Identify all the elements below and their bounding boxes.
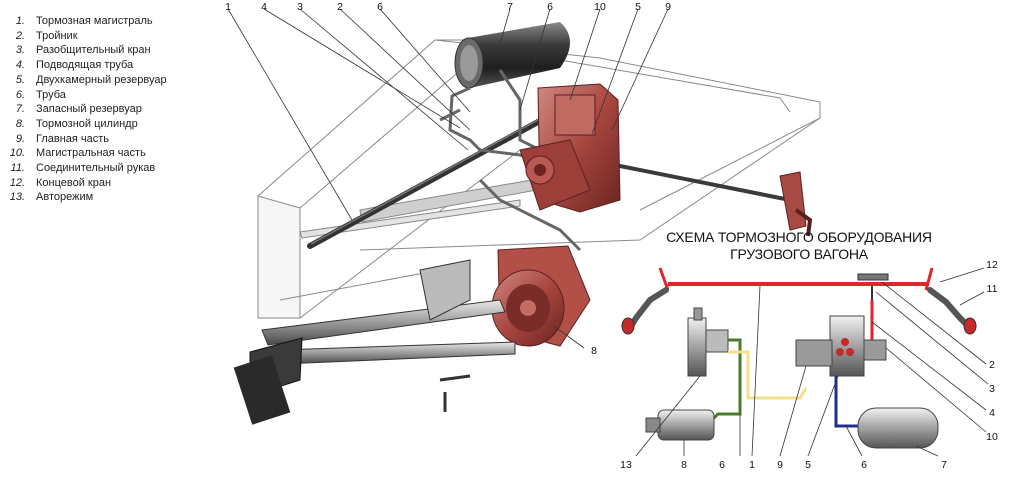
callout-label: 8: [591, 345, 597, 357]
scheme-title: СХЕМА ТОРМОЗНОГО ОБОРУДОВАНИЯ ГРУЗОВОГО …: [654, 229, 944, 263]
scheme-automode-pipe: [728, 350, 808, 400]
callout-label: 4: [989, 407, 995, 419]
scheme-distributor: [795, 315, 887, 377]
legend-item-number: 12.: [9, 176, 25, 189]
legend-item-label: Тормозная магистраль: [36, 15, 153, 27]
legend-item-number: 2.: [15, 29, 25, 42]
scheme-title-line: ГРУЗОВОГО ВАГОНА: [730, 246, 868, 262]
legend-item-number: 5.: [15, 73, 25, 86]
callout-label: 6: [861, 459, 867, 471]
callouts-scheme-right: 12 11 2 3 4 10: [986, 259, 998, 443]
callout-label: 5: [635, 1, 641, 13]
legend-item-label: Концевой кран: [36, 176, 112, 189]
reservoir-tank-3d: [454, 22, 570, 89]
callouts-top: 1 4 3 2 6 7 6 10 5 9 8: [225, 1, 671, 357]
callout-label: 2: [337, 1, 343, 13]
callout-label: 7: [941, 459, 947, 471]
callout-label: 9: [665, 1, 671, 13]
callout-label: 8: [681, 459, 687, 471]
legend-item-label: Тормозной цилиндр: [36, 117, 138, 130]
legend-item-label: Двухкамерный резервуар: [36, 73, 167, 86]
rod-to-bracket: [599, 160, 791, 202]
legend-list: 1. Тормозная магистраль 2. Тройник 3. Разоб…: [6, 14, 167, 205]
callout-label: 13: [620, 459, 632, 471]
legend-item: 10. Магистральная часть: [6, 146, 167, 161]
scheme: [621, 267, 989, 457]
callout-label: 3: [297, 1, 303, 13]
callout-label: 6: [377, 1, 383, 13]
callouts-scheme-bottom: 13 8 6 1 9 5 6 7: [620, 459, 947, 471]
wagon-frame: [257, 39, 821, 319]
legend-item: 5. Двухкамерный резервуар: [6, 73, 167, 88]
callout-label: 5: [805, 459, 811, 471]
legend-item-number: 3.: [15, 44, 25, 57]
legend-item: 7. Запасный резервуар: [6, 102, 167, 117]
callout-label: 2: [989, 359, 995, 371]
scheme-reservoir: [857, 407, 939, 449]
legend-item: 1. Тормозная магистраль: [6, 14, 167, 29]
scheme-title-line: СХЕМА ТОРМОЗНОГО ОБОРУДОВАНИЯ: [666, 229, 932, 245]
legend-item-label: Разобщительный кран: [36, 44, 151, 57]
legend-item-number: 4.: [15, 59, 25, 72]
legend-item: 12. Концевой кран: [6, 176, 167, 191]
legend-item-label: Тройник: [36, 29, 78, 42]
distributor-3d: [519, 83, 621, 213]
callout-label: 12: [986, 259, 998, 271]
legend-item-label: Соединительный рукав: [36, 162, 156, 175]
legend-item: 4. Подводящая труба: [6, 58, 167, 73]
callout-label: 10: [986, 431, 998, 443]
legend-item-label: Запасный резервуар: [36, 103, 142, 116]
legend-item-number: 10.: [9, 147, 25, 160]
legend-item-number: 9.: [15, 132, 25, 145]
lever-system-3d: [233, 259, 516, 425]
legend-item-label: Подводящая труба: [36, 59, 134, 72]
brake-main-line: [307, 107, 563, 249]
callout-label: 7: [507, 1, 513, 13]
callout-label: 3: [989, 383, 995, 395]
callout-label: 1: [225, 1, 231, 13]
scheme-tee: [857, 273, 889, 281]
legend-item-number: 6.: [15, 88, 25, 101]
scheme-reservoir-pipe: [834, 376, 860, 428]
scheme-cylinder: [645, 409, 715, 441]
legend-item-label: Магистральная часть: [36, 147, 146, 160]
legend-item: 2. Тройник: [6, 29, 167, 44]
callout-label: 10: [594, 1, 606, 13]
legend-item: 8. Тормозной цилиндр: [6, 117, 167, 132]
bracket-3d: [779, 171, 807, 231]
legend-item-label: Труба: [36, 88, 66, 101]
legend-item-number: 8.: [15, 117, 25, 130]
legend-item-number: 11.: [10, 162, 25, 175]
legend-item-number: 13.: [9, 191, 25, 204]
callout-label: 6: [719, 459, 725, 471]
callout-label: 9: [777, 459, 783, 471]
callout-label: 6: [547, 1, 553, 13]
callout-label: 11: [987, 283, 998, 295]
scheme-hose-right: [927, 287, 977, 335]
legend-item-number: 7.: [15, 103, 25, 116]
legend-item: 11. Соединительный рукав: [6, 161, 167, 176]
legend-item-label: Главная часть: [36, 132, 110, 145]
callout-label: 1: [749, 459, 755, 471]
brake-cylinder-3d: [491, 245, 591, 347]
leader-lines-top: [227, 8, 669, 349]
legend-item: 3. Разобщительный кран: [6, 43, 167, 58]
scheme-automode: [687, 307, 729, 377]
scheme-hose-left: [621, 287, 669, 335]
leader-lines-scheme: [635, 267, 989, 457]
legend-item: 6. Труба: [6, 88, 167, 103]
legend-item: 9. Главная часть: [6, 132, 167, 147]
legend-item-label: Авторежим: [36, 191, 94, 204]
callout-label: 4: [261, 1, 267, 13]
legend-item-number: 1.: [15, 15, 25, 27]
legend-item: 13. Авторежим: [6, 190, 167, 205]
